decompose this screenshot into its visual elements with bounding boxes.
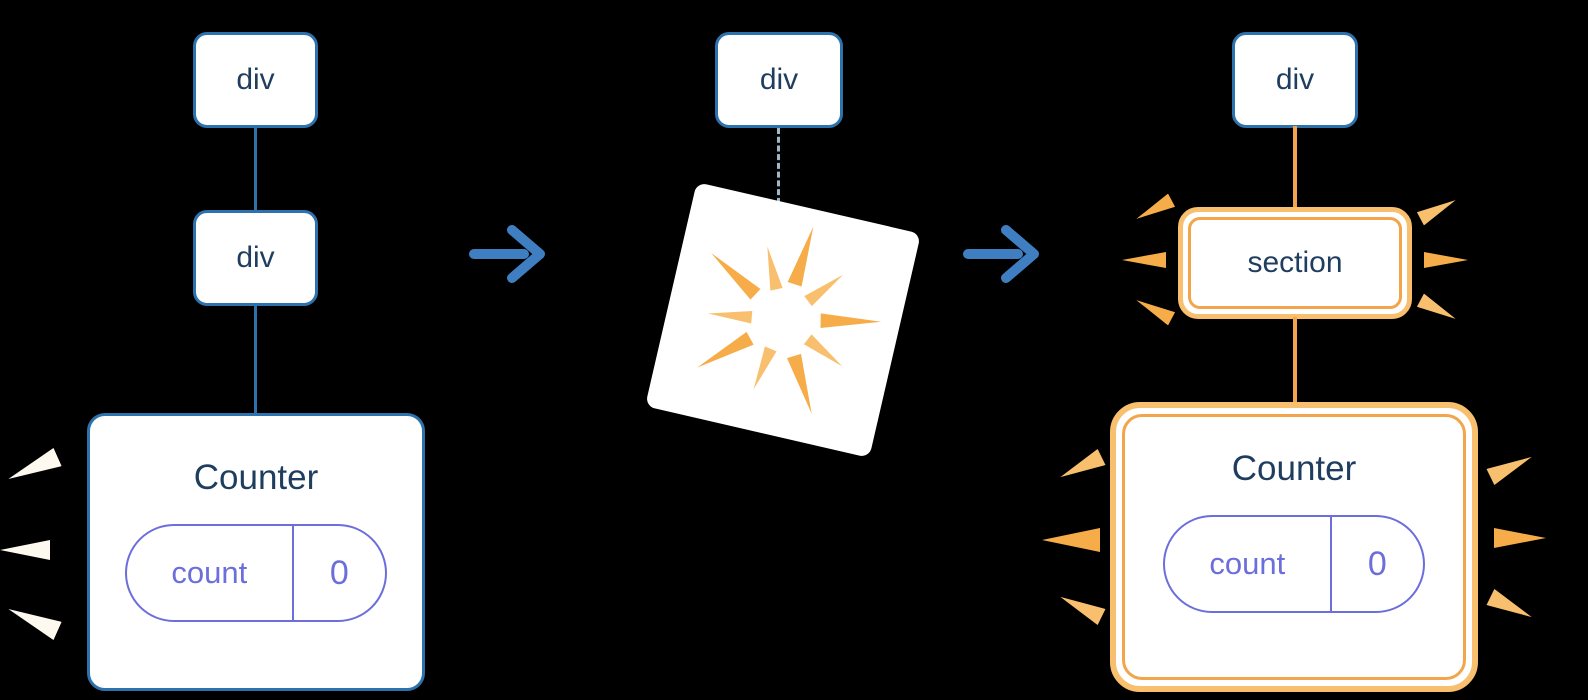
state-key: count — [1165, 517, 1332, 611]
state-pill: count 0 — [125, 524, 387, 622]
arrow-right-icon — [963, 225, 1039, 283]
spark-icon — [1056, 589, 1105, 625]
state-value: 0 — [329, 553, 349, 592]
after-root-div-node: div — [1232, 32, 1358, 128]
tree-connector-line-orange — [1293, 317, 1297, 404]
spark-icon — [1486, 449, 1535, 485]
spark-icon — [1133, 293, 1175, 325]
after-counter-component: Counter count 0 — [1110, 402, 1478, 692]
dashed-connector-line — [777, 128, 780, 230]
spark-icon — [1417, 293, 1459, 325]
state-key: count — [127, 526, 294, 620]
spark-icon — [1494, 528, 1546, 548]
spark-icon — [4, 448, 61, 488]
spark-icon — [0, 540, 50, 560]
counter-box: Counter count 0 — [1122, 414, 1466, 680]
arrow-right-icon — [469, 225, 545, 283]
before-child-div-node: div — [193, 210, 318, 306]
tree-connector-line — [254, 304, 257, 415]
before-root-div-node: div — [193, 32, 318, 128]
spark-icon — [1122, 252, 1166, 268]
spark-icon — [1486, 589, 1535, 625]
spark-icon — [1042, 528, 1100, 552]
component-title: Counter — [1231, 449, 1357, 488]
poof-root-div-node: div — [715, 32, 843, 128]
tree-connector-line — [254, 126, 257, 212]
component-title: Counter — [193, 458, 319, 497]
after-section-node: section — [1178, 207, 1412, 319]
spark-icon — [1133, 193, 1175, 225]
spark-icon — [1417, 193, 1459, 225]
node-label: div — [759, 63, 799, 96]
node-label: section — [1247, 246, 1343, 279]
section-box: section — [1188, 217, 1402, 309]
poof-destroyed-component — [645, 182, 921, 458]
spark-icon — [1424, 252, 1468, 268]
state-value: 0 — [1367, 544, 1387, 583]
node-label: div — [1275, 63, 1315, 96]
poof-burst-icon — [697, 226, 882, 414]
node-label: div — [236, 241, 275, 274]
state-pill: count 0 — [1163, 515, 1425, 613]
tree-connector-line-orange — [1293, 126, 1297, 209]
before-counter-component: Counter count 0 — [87, 413, 425, 691]
node-label: div — [236, 63, 275, 96]
spark-icon — [1056, 449, 1105, 485]
spark-icon — [4, 600, 61, 640]
